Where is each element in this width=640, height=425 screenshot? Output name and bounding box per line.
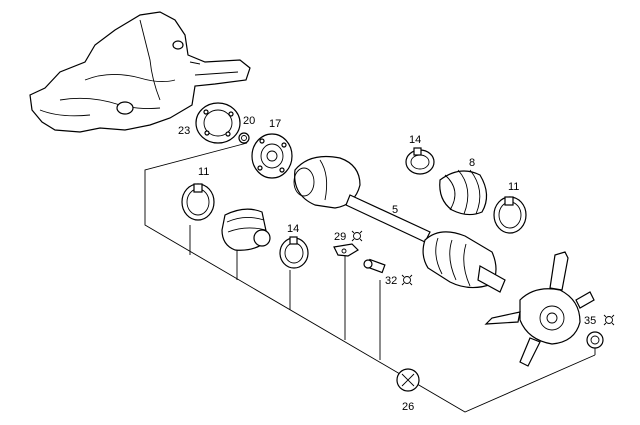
part-11-clamp-right — [493, 196, 527, 234]
part-26-tool — [396, 368, 420, 392]
part-5-drive-shaft — [293, 155, 506, 293]
callout-5[interactable]: 5 — [392, 204, 398, 216]
part-23-flange — [195, 102, 241, 144]
torque-marker-32 — [401, 274, 413, 286]
torque-marker-35 — [603, 314, 615, 326]
callout-8[interactable]: 8 — [469, 157, 475, 169]
callout-32[interactable]: 32 — [385, 275, 397, 287]
part-35-nut — [586, 331, 604, 349]
callout-11-left[interactable]: 11 — [198, 166, 209, 178]
part-17-cv-joint — [251, 133, 293, 179]
part-8-outer-boot — [439, 169, 488, 216]
inner-boot — [221, 208, 271, 251]
callout-17[interactable]: 17 — [269, 118, 281, 130]
callout-20[interactable]: 20 — [243, 115, 255, 127]
torque-marker-29 — [351, 230, 363, 242]
part-20-circlip — [238, 132, 250, 144]
callout-14-lower[interactable]: 14 — [287, 223, 299, 235]
part-32-bolt — [363, 258, 386, 274]
wheel-hub-carrier — [484, 251, 595, 367]
part-14-clamp-lower — [279, 236, 309, 269]
callout-29[interactable]: 29 — [334, 231, 346, 243]
part-29-bracket — [333, 243, 359, 257]
callout-26[interactable]: 26 — [402, 401, 414, 413]
callout-11-right[interactable]: 11 — [508, 181, 519, 193]
callout-35[interactable]: 35 — [584, 315, 596, 327]
part-14-clamp-upper — [405, 147, 435, 175]
part-11-clamp-left — [181, 183, 215, 221]
leader-lines — [144, 142, 596, 413]
callout-14-upper[interactable]: 14 — [409, 134, 421, 146]
callout-23[interactable]: 23 — [178, 125, 190, 137]
differential-housing — [29, 11, 251, 133]
